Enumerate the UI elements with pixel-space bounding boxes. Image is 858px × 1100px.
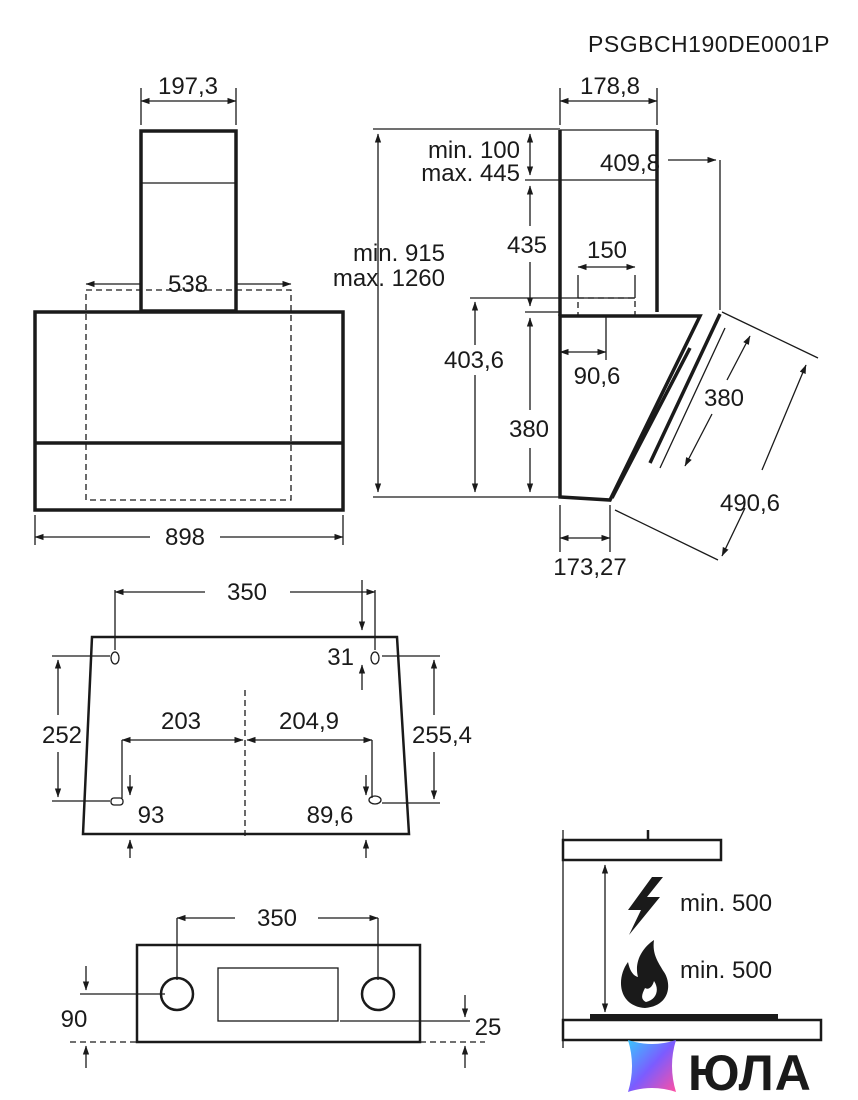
panel-diagonal-label: 490,6 [720, 490, 780, 517]
yula-logo: ЮЛА [628, 1040, 812, 1100]
clearance-view: min. 500 min. 500 [561, 830, 823, 1048]
right-half-label: 204,9 [279, 708, 339, 735]
flame-icon [620, 940, 669, 1008]
top-hole-spacing-label: 350 [227, 579, 267, 606]
gas-clearance-label: min. 500 [680, 957, 772, 984]
electric-clearance-label: min. 500 [680, 890, 772, 917]
bottom-hole-spacing-label: 350 [257, 905, 297, 932]
adjust-max-label: max. 445 [421, 160, 520, 187]
chimney-depth-label: 178,8 [580, 73, 640, 100]
left-half-label: 203 [161, 708, 201, 735]
inner-width-label: 538 [168, 271, 208, 298]
depth-total-label: 409,8 [600, 150, 660, 177]
right-bottom-offset-label: 89,6 [307, 802, 354, 829]
height-min-label: min. 915 [353, 240, 445, 267]
front-view: 197,3 538 898 [33, 73, 345, 551]
chimney-width-label: 197,3 [158, 73, 218, 100]
adjust-min-label: min. 100 [428, 137, 520, 164]
left-bottom-offset-label: 93 [138, 802, 165, 829]
base-depth-label: 173,27 [553, 554, 626, 581]
outlet-offset-label: 90,6 [574, 363, 621, 390]
panel-height-label: 380 [509, 416, 549, 443]
left-height-label: 252 [42, 722, 82, 749]
model-code: PSGBCH190DE0001P [588, 31, 830, 57]
bottom-left-offset-label: 90 [61, 1006, 88, 1033]
top-hole-offset-label: 31 [327, 644, 354, 671]
chimney-lower-label: 435 [507, 232, 547, 259]
height-max-label: max. 1260 [333, 265, 445, 292]
yula-logo-mark [628, 1040, 676, 1092]
lightning-icon [628, 877, 663, 935]
body-height-label: 403,6 [444, 347, 504, 374]
wall-mount-view: 350 31 252 255,4 203 204,9 93 89,6 [42, 579, 472, 858]
panel-length-label: 380 [704, 385, 744, 412]
total-width-label: 898 [165, 524, 205, 551]
side-view: 178,8 min. 100 max. 445 409,8 min. 915 m… [333, 73, 819, 581]
right-height-label: 255,4 [412, 722, 472, 749]
bottom-view: 350 90 25 [61, 905, 502, 1068]
bottom-right-offset-label: 25 [475, 1014, 502, 1041]
outlet-width-label: 150 [587, 237, 627, 264]
yula-logo-text: ЮЛА [688, 1045, 812, 1100]
